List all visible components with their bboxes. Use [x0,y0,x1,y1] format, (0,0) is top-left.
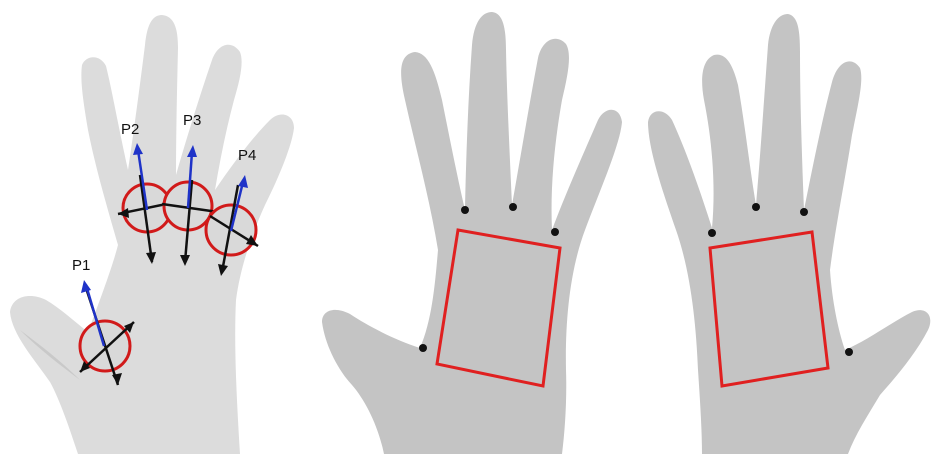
label-p2: P2 [121,121,139,138]
keypoint [419,344,427,352]
keypoint [551,228,559,236]
keypoint [800,208,808,216]
keypoint [752,203,760,211]
label-p4: P4 [238,147,256,164]
label-p1: P1 [72,257,90,274]
keypoint [461,206,469,214]
keypoint [509,203,517,211]
label-p3: P3 [183,112,201,129]
keypoint [845,348,853,356]
keypoint [708,229,716,237]
